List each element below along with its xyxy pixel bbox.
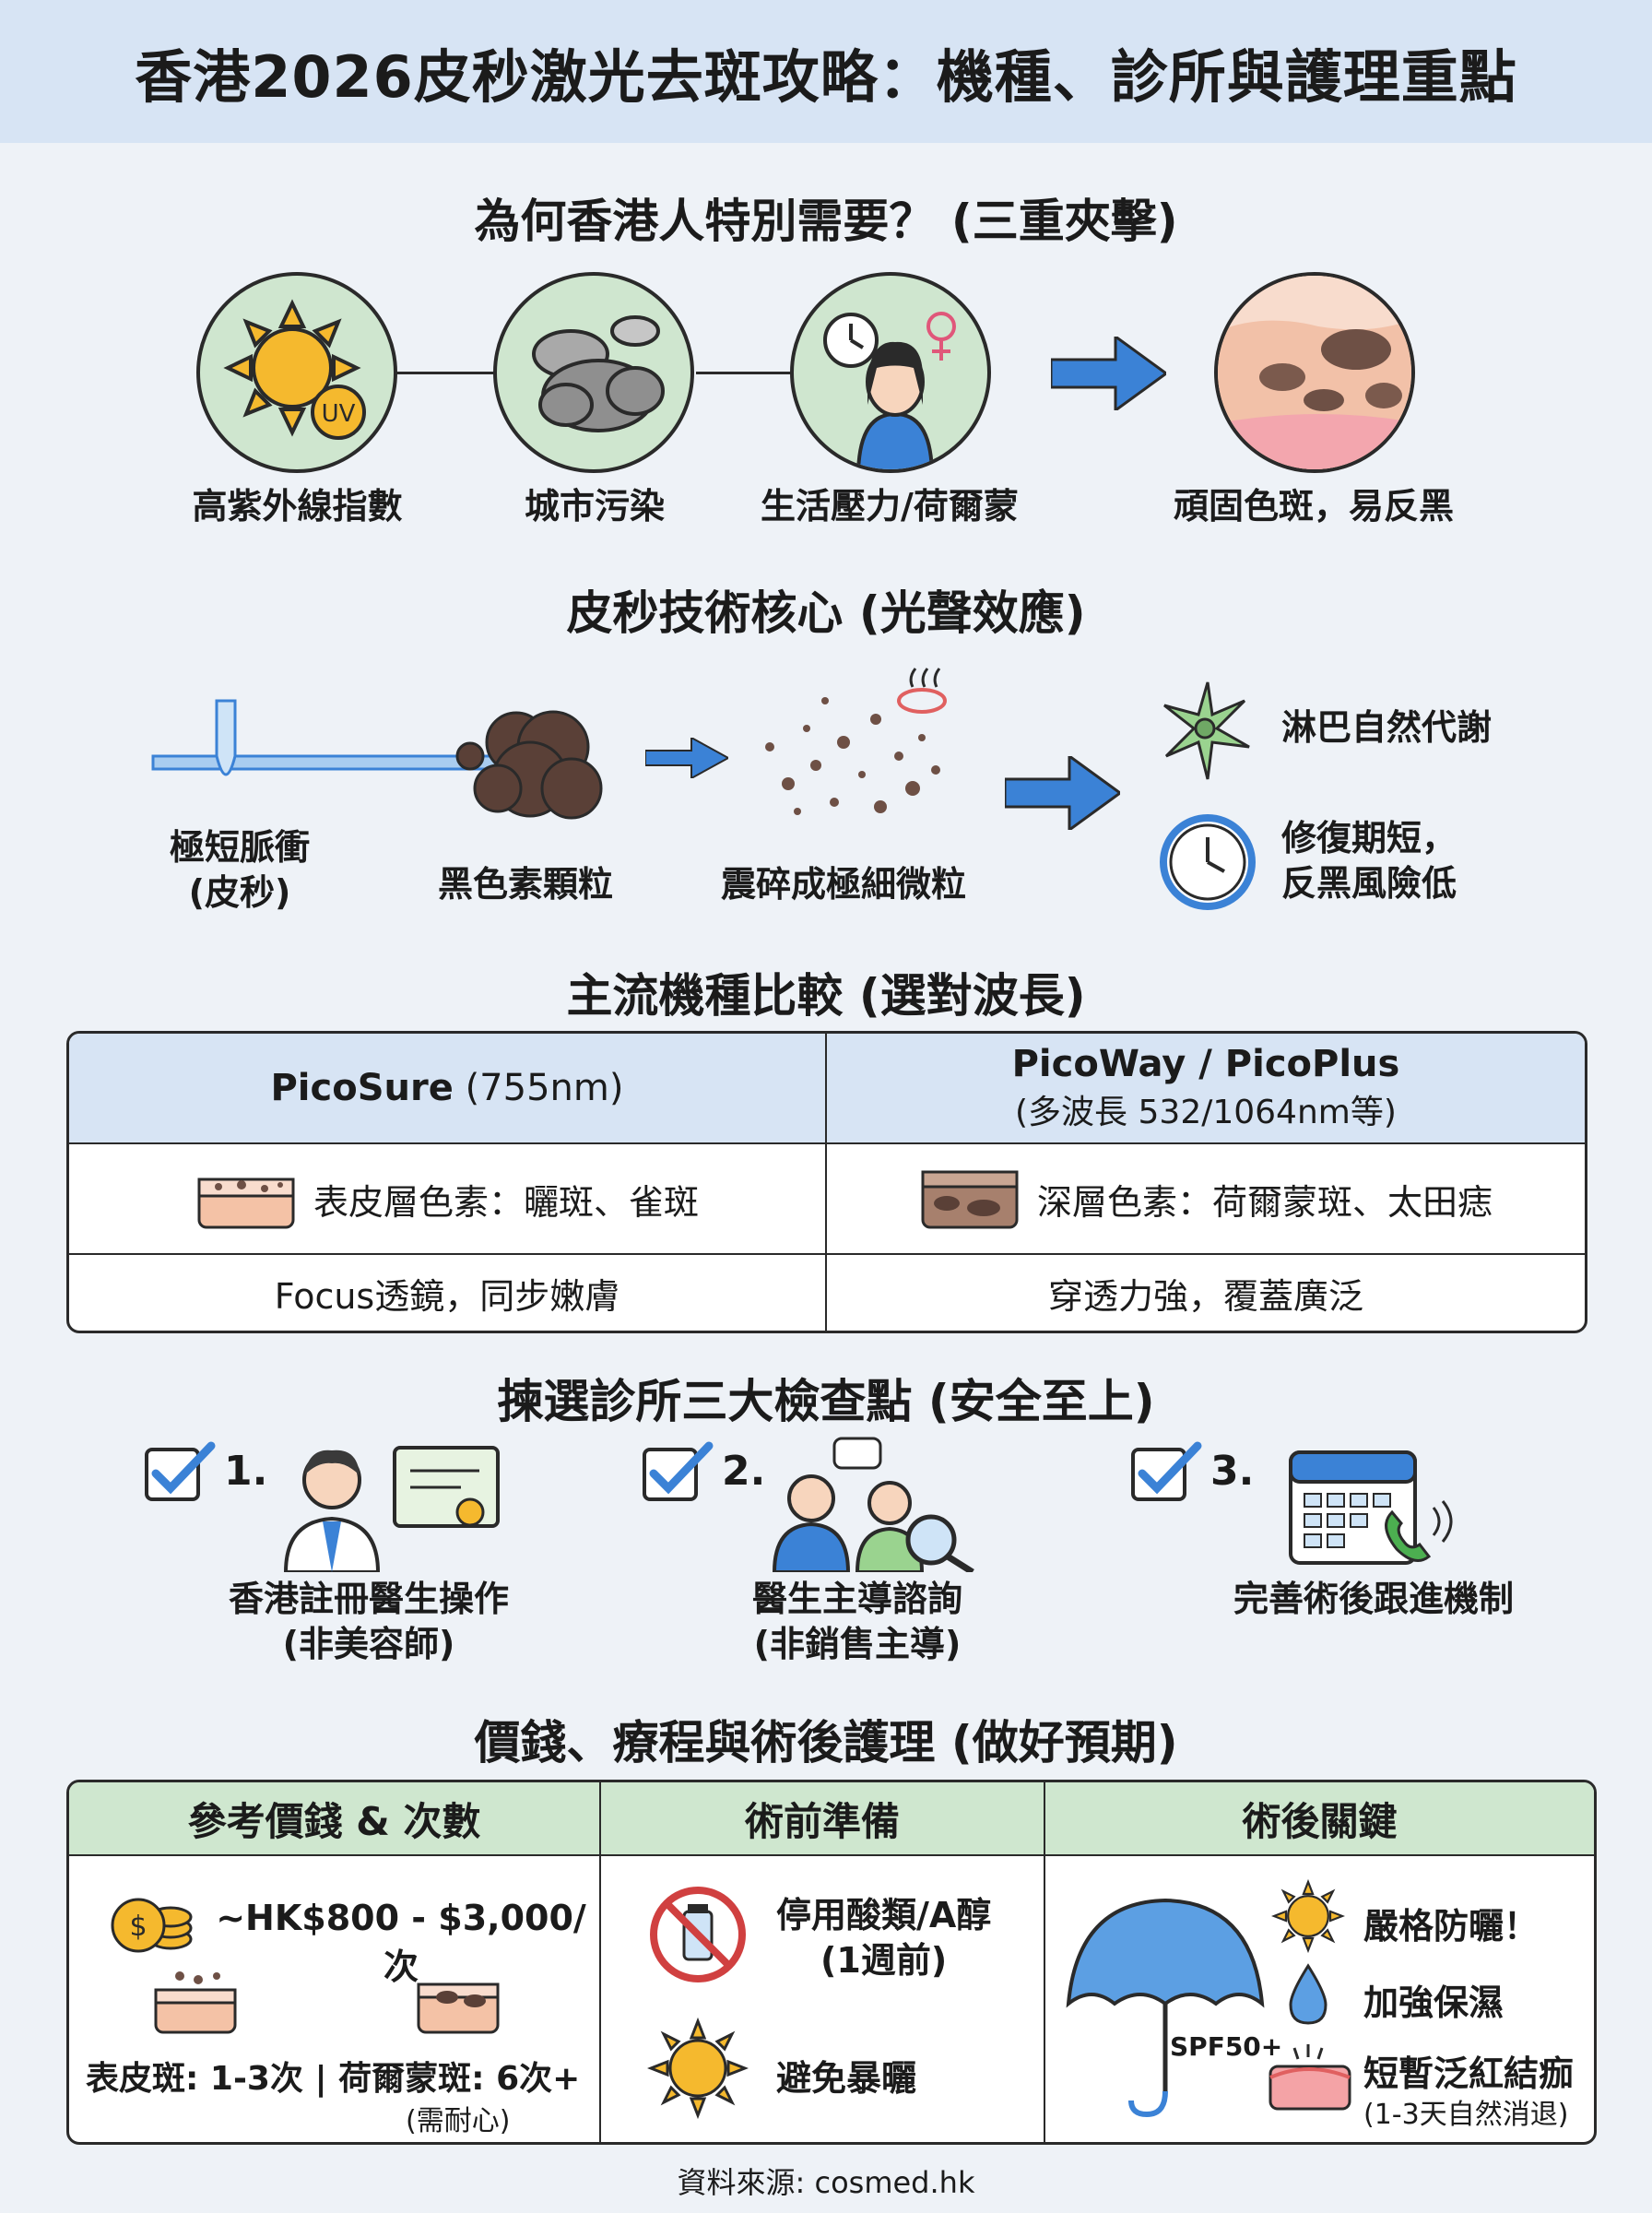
arrow-icon [1051,337,1166,410]
checkbox-icon [145,1441,216,1501]
care-header: 術後關鍵 [1045,1782,1594,1856]
checkbox-icon [643,1441,714,1501]
target-label: 表皮層色素：曬斑、雀斑 [313,1181,699,1223]
section5-title: 價錢、療程與術後護理 (做好預期) [474,1716,1178,1769]
coins-icon: $ [111,1898,193,1953]
consultation-icon [772,1437,974,1572]
post-care-label: 短暫泛紅結痂 [1363,2053,1575,2094]
machine-header: PicoSure (755nm) [69,1034,827,1144]
connector [396,372,498,374]
pre-care-label: 避免暴曬 [776,2058,917,2099]
result-label: 淋巴自然代謝 [1281,707,1493,748]
sessions-note: (需耐心) [406,2105,511,2137]
feature-cell: Focus透鏡，同步嫩膚 [69,1255,827,1331]
pollution-circle [493,272,694,473]
umbrella-icon [1066,1898,1265,2118]
item-label: 城市污染 [524,486,665,527]
epidermal-pigment-icon [197,1178,295,1229]
sun-icon [647,2018,749,2119]
check-label: 醫生主導諮詢 (非銷售主導) [751,1579,962,1665]
checkbox-icon [1131,1441,1202,1501]
page-title: 香港2026皮秒激光去斑攻略：機種、診所與護理重點 [135,42,1517,111]
check-label: 香港註冊醫生操作 (非美容師) [228,1579,509,1665]
target-cell: 表皮層色素：曬斑、雀斑 [69,1144,827,1255]
step-label: 極短脈衝 (皮秒) [129,825,350,917]
section3-title: 主流機種比較 (選對波長) [566,969,1086,1023]
cloud-icon [532,315,665,432]
price-text: ~HK$800 - $3,000/次 [216,1898,586,1987]
pre-care-cell: 停用酸類/A醇 (1週前) 避免暴曬 [601,1856,1045,2142]
machine-spec: (多波長 532/1064nm等) [1015,1094,1397,1131]
machine-name: PicoSure [270,1067,454,1109]
check-number: 3. [1210,1448,1255,1495]
check-number: 2. [722,1448,766,1495]
lymph-cell-icon [1163,681,1250,780]
sun-icon [1271,1879,1345,1953]
spf-label: SPF50+ [1170,2031,1283,2062]
svg-text:UV: UV [322,400,356,428]
red-skin-icon [1268,2044,1351,2111]
clock-icon [1160,814,1256,910]
sessions-text: 表皮斑: 1-3次 | 荷爾蒙斑: 6次+ [86,2060,581,2098]
water-drop-icon [1289,1963,1328,2025]
care-header: 參考價錢 & 次數 [69,1782,601,1856]
machine-name: PicoWay / PicoPlus [1011,1043,1400,1085]
check-label: 完善術後跟進機制 [1233,1579,1514,1619]
pulse-beam-icon [151,699,533,776]
target-label: 深層色素：荷爾蒙斑、太田痣 [1036,1181,1493,1223]
stress-circle [790,272,991,473]
arrow-icon [645,738,728,778]
care-table: 參考價錢 & 次數 術前準備 術後關鍵 $ ~HK$800 - $3,000/次 [66,1780,1597,2145]
step-label: 震碎成極細微粒 [720,864,966,905]
title-bar: 香港2026皮秒激光去斑攻略：機種、診所與護理重點 [0,0,1652,143]
svg-text:$: $ [129,1911,147,1943]
no-medicine-icon [650,1887,746,1982]
skin-circle [1214,272,1415,473]
deep-pigment-icon [921,1170,1019,1229]
source-footer: 資料來源: cosmed.hk [677,2165,975,2200]
shattered-particles-icon [765,668,947,815]
machine-comparison-table: PicoSure (755nm) PicoWay / PicoPlus (多波長… [66,1031,1587,1333]
section2-title: 皮秒技術核心 (光聲效應) [566,586,1086,640]
post-care-label: 嚴格防曬！ [1363,1906,1540,1947]
section1-title: 為何香港人特別需要？ (三重夾擊) [474,195,1178,248]
arrow-icon [1005,756,1120,830]
deep-pigment-icon [417,1982,500,2034]
uv-circle: UV [196,272,397,473]
check-number: 1. [224,1448,268,1495]
item-label: 頑固色斑，易反黑 [1173,486,1454,527]
pre-care-label: 停用酸類/A醇 (1週前) [776,1895,992,1982]
machine-header: PicoWay / PicoPlus (多波長 532/1064nm等) [826,1034,1585,1144]
item-label: 高紫外線指數 [192,486,403,527]
care-header: 術前準備 [601,1782,1045,1856]
stressed-woman-icon [823,312,956,469]
result-label: 修復期短， 反黑風險低 [1281,818,1457,905]
doctor-icon [283,1446,500,1572]
section4-title: 揀選診所三大檢查點 (安全至上) [497,1375,1155,1428]
step-label: 黑色素顆粒 [437,864,613,905]
item-label: 生活壓力/荷爾蒙 [761,486,1019,527]
connector [696,372,797,374]
machine-spec: (755nm) [465,1067,624,1109]
feature-cell: 穿透力強，覆蓋廣泛 [1047,1275,1363,1317]
post-care-label: 加強保濕 [1363,1982,1504,2023]
pigmented-skin-icon [1218,276,1411,469]
calendar-phone-icon [1289,1450,1453,1565]
price-cell: $ ~HK$800 - $3,000/次 表皮斑: 1-3次 | 荷爾蒙斑: 6… [69,1856,601,2142]
sun-uv-icon: UV [223,299,366,440]
melanin-cluster-icon [455,710,603,820]
target-cell: 深層色素：荷爾蒙斑、太田痣 [826,1144,1585,1255]
step-label-text: 極短脈衝 (皮秒) [169,827,310,914]
epidermal-pigment-icon [154,1971,237,2034]
post-care-cell: SPF50+ 嚴格防曬！ 加強保濕 [1045,1856,1594,2142]
post-care-sub: (1-3天自然消退) [1363,2099,1569,2131]
